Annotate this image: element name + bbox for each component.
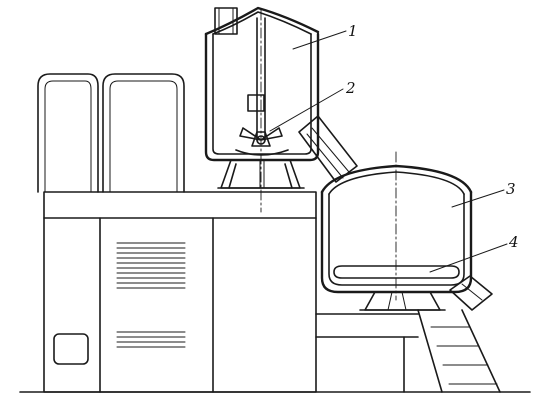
vent-grille-upper	[116, 242, 186, 289]
access-hatch	[53, 333, 89, 365]
callout-labels: 1 2 3 4	[345, 22, 519, 251]
cabin-window-left	[37, 73, 99, 193]
callout-label-3: 3	[506, 180, 516, 198]
discharge-nozzle	[449, 275, 493, 311]
tank-vent-pipe	[214, 7, 238, 35]
vent-grille-lower	[116, 331, 186, 348]
vessel-heating-element	[333, 265, 460, 279]
callout-label-1: 1	[348, 22, 358, 40]
transfer-chute	[298, 115, 358, 183]
lower-vessel	[320, 151, 473, 301]
callout-label-2: 2	[345, 79, 356, 97]
cabin-window-right	[102, 73, 185, 193]
agitator-shaft	[256, 9, 266, 213]
machine-body	[43, 191, 317, 393]
upper-mixer-tank	[204, 6, 320, 162]
tank-support-stand	[217, 159, 305, 189]
leader-lines	[269, 30, 508, 273]
stirrer-blades	[235, 127, 289, 156]
agitator-motor	[247, 94, 265, 112]
vessel-support	[359, 291, 446, 311]
access-ladder	[417, 309, 501, 393]
callout-label-4: 4	[508, 233, 519, 251]
base-platform	[315, 313, 419, 393]
